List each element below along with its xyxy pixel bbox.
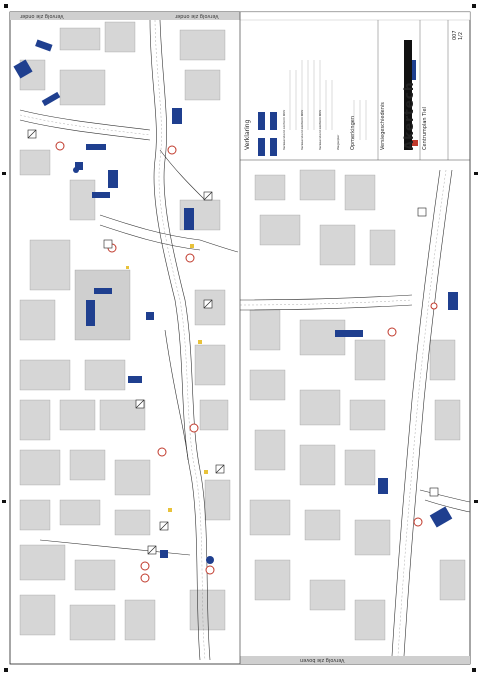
legend-item-1: Verkeersbord conform RVV [282,109,286,150]
bottom-banner-label: Vervolg zie boven [300,657,345,663]
legend-item-2: Verkeersbord conform RVV [300,109,304,150]
right-map-panel [239,169,471,657]
legend-area [240,20,470,161]
notes-heading: Opmerkingen [350,116,356,150]
left-map-panel [13,19,239,661]
top-banner-label-right: Vervolg zie onder [175,13,219,19]
project-title: Centrumplan Tiel [422,107,428,150]
legend-item-3: Verkeersbord conform RVV [318,109,322,150]
legend-heading: Verklaring [244,119,251,150]
top-banner [10,12,240,20]
company-logo: Akertech [402,81,416,150]
legend-item-4: Wegwijzer [336,134,340,150]
top-banner-right [239,11,471,21]
top-banner-label-left: Vervolg zie onder [20,13,64,19]
sheet-number: 1/2 [458,31,464,40]
bottom-banner [240,656,470,664]
corner-marks [2,4,478,672]
revision-heading: Versiegeschiedenis [380,102,386,150]
